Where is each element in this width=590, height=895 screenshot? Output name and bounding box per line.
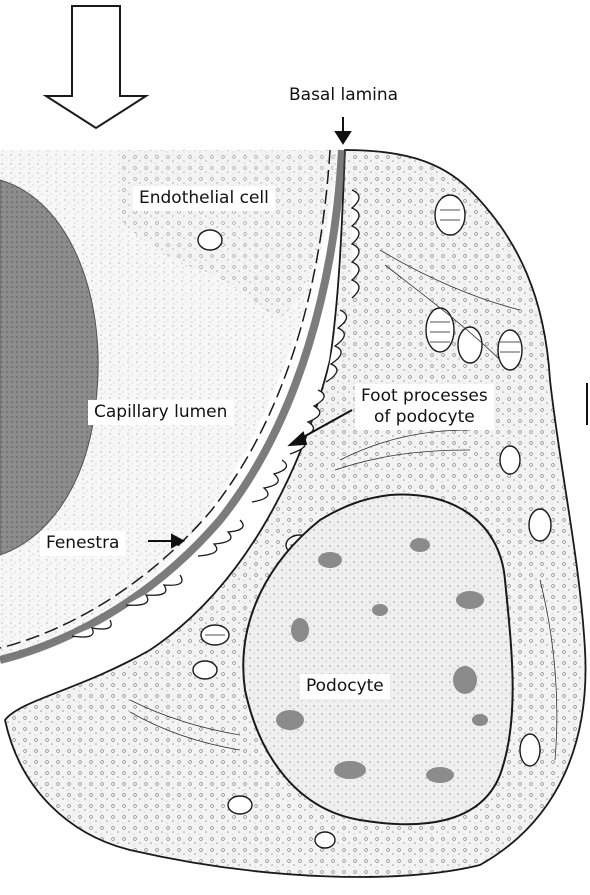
capillary-lumen-label: Capillary lumen xyxy=(88,400,233,425)
endothelial-cell-label: Endothelial cell xyxy=(133,186,275,211)
foot-processes-label-line1: Foot processes xyxy=(361,386,488,407)
basal-lamina-pointer-icon xyxy=(336,132,350,143)
basal-lamina-label: Basal lamina xyxy=(283,83,404,108)
flow-direction-arrow-icon xyxy=(46,6,146,128)
foot-processes-label-line2: of podocyte xyxy=(361,407,488,428)
podocyte-label: Podocyte xyxy=(300,674,390,699)
fenestra-label: Fenestra xyxy=(40,531,125,556)
foot-processes-label: Foot processes of podocyte xyxy=(355,384,494,430)
foot-process-pointer-icon xyxy=(290,433,306,445)
